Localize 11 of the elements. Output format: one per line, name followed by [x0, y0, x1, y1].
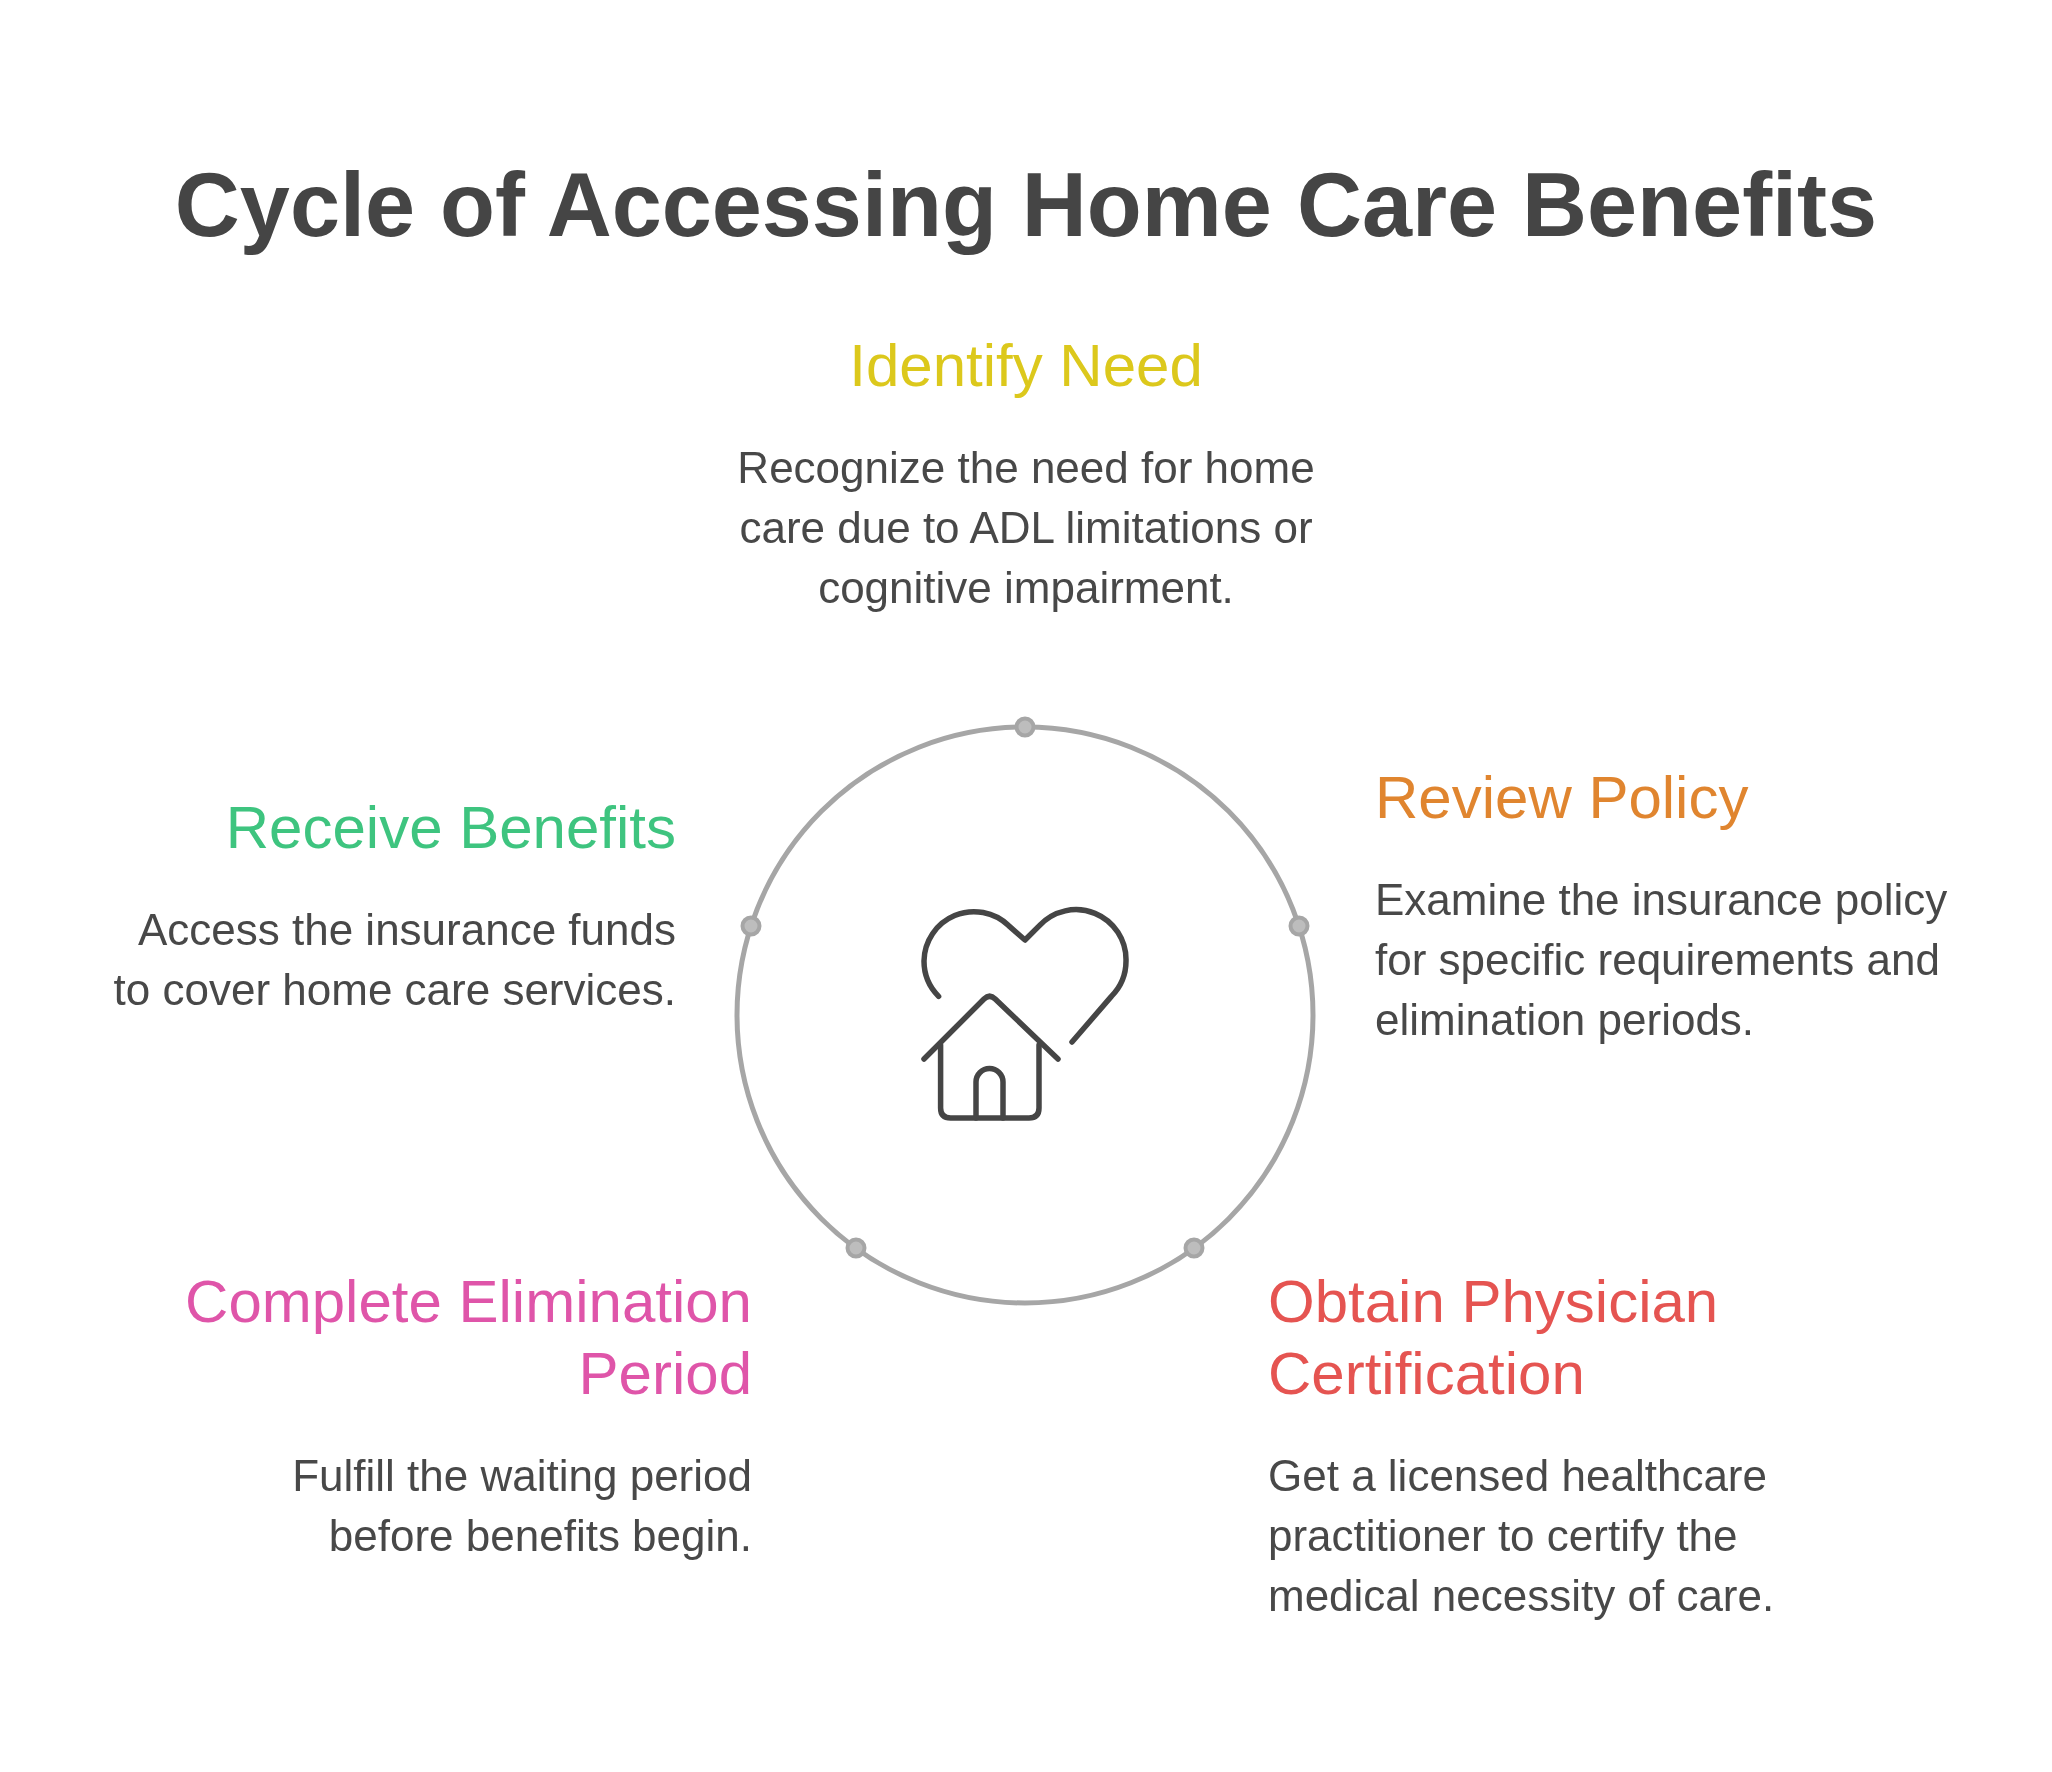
step-title: Review Policy — [1375, 763, 1749, 833]
step-description: Access the insurance funds to cover home care services. — [112, 904, 676, 1016]
step-description: Get a licensed healthcare practitioner to certify the medical necessity of care. — [1268, 1450, 1776, 1622]
step-title: Obtain Physician Certification — [1268, 1267, 1720, 1409]
step-description: Recognize the need for home care due to ADL limitations or cognitive impairment. — [736, 442, 1316, 614]
step-title: Complete Elimination Period — [184, 1267, 752, 1409]
step-title: Identify Need — [849, 331, 1203, 401]
step-title: Receive Benefits — [225, 793, 676, 863]
step-description: Examine the insurance policy for specific requirements and elimination periods. — [1375, 874, 1949, 1046]
diagram-title: Cycle of Accessing Home Care Benefits — [174, 155, 1878, 255]
step-description: Fulfill the waiting period before benefits begin. — [291, 1450, 752, 1562]
